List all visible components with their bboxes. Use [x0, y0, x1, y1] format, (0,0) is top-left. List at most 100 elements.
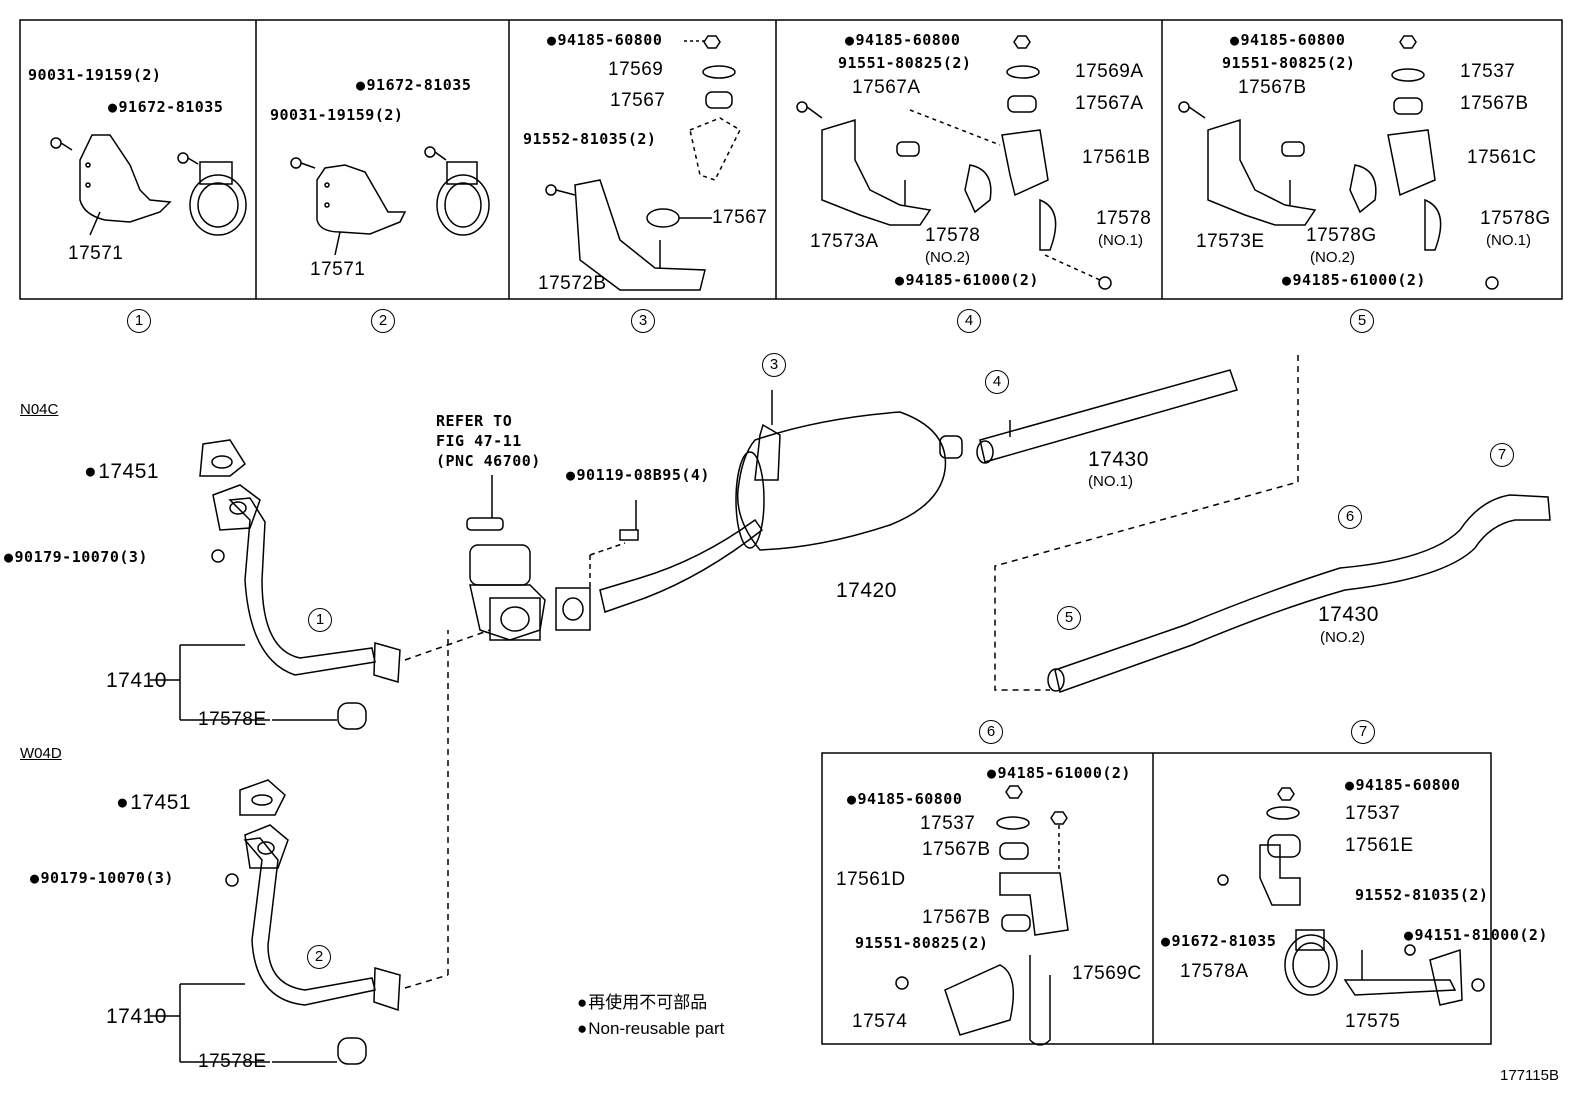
callout-4: 4: [985, 370, 1009, 394]
top-panels-frame: [19, 19, 1563, 300]
panel-7-parts: [1217, 787, 1485, 1006]
part-label-90031: 90031-19159(2): [28, 66, 162, 84]
part-label-94185-60800-a: 94185-60800: [547, 31, 662, 49]
sub-label-17430-no1: (NO.1): [1088, 473, 1133, 490]
refer-line-1: REFER TO: [436, 412, 513, 430]
panel-number-1: 1: [127, 309, 151, 333]
panel-5-parts: [1178, 35, 1499, 290]
part-label-17567B-c: 17567B: [922, 839, 991, 860]
part-label-17578G-no2: 17578G: [1306, 225, 1377, 246]
legend-english: Non-reusable part: [577, 1020, 724, 1037]
panel-number-7: 7: [1351, 720, 1375, 744]
part-label-91672-c: 91672-81035: [1161, 932, 1276, 950]
part-label-91552: 91552-81035(2): [523, 130, 657, 148]
callout-3: 3: [762, 353, 786, 377]
part-label-17567-b: 17567: [712, 207, 768, 228]
part-label-17567B-a: 17567B: [1238, 77, 1307, 98]
engine-label-w04d: W04D: [20, 745, 62, 762]
engine-label-n04c: N04C: [20, 401, 59, 418]
part-label-17561E: 17561E: [1345, 835, 1414, 856]
part-label-17410-b: 17410: [106, 1005, 167, 1028]
part-label-17451-a: 17451: [84, 461, 159, 482]
part-label-90119: 90119-08B95(4): [566, 466, 710, 484]
part-label-17574: 17574: [852, 1011, 908, 1032]
bottom-panels-frame: [821, 752, 1492, 1045]
part-label-17561C: 17561C: [1467, 147, 1537, 168]
part-label-94185-60800-e: 94185-60800: [1345, 776, 1460, 794]
part-label-94151: 94151-81000(2): [1404, 926, 1548, 944]
tail-pipe-no1: [976, 355, 1299, 691]
part-label-90031-b: 90031-19159(2): [270, 106, 404, 124]
part-label-17567B-d: 17567B: [922, 907, 991, 928]
part-label-94185-60800-c: 94185-60800: [1230, 31, 1345, 49]
part-label-17537-a: 17537: [1460, 61, 1516, 82]
callout-5: 5: [1057, 606, 1081, 630]
part-label-17578-no1: 17578: [1096, 208, 1152, 229]
part-label-17561B: 17561B: [1082, 147, 1151, 168]
part-label-94185-61000-a: 94185-61000(2): [895, 271, 1039, 289]
part-label-17567-a: 17567: [610, 90, 666, 111]
callout-7: 7: [1490, 443, 1514, 467]
part-label-94185-60800-d: 94185-60800: [847, 790, 962, 808]
part-label-17573E: 17573E: [1196, 231, 1265, 252]
part-label-91672-b: 91672-81035: [356, 76, 471, 94]
figure-id: 177115B: [1500, 1067, 1559, 1084]
part-label-17420: 17420: [836, 579, 897, 602]
part-label-17573A: 17573A: [810, 231, 879, 252]
panel-2-parts: [290, 146, 490, 256]
part-label-94185-61000-b: 94185-61000(2): [1282, 271, 1426, 289]
part-label-17561D: 17561D: [836, 869, 906, 890]
part-label-91551-b: 91551-80825(2): [1222, 54, 1356, 72]
panel-6-parts: [895, 785, 1069, 1046]
part-label-17569A: 17569A: [1075, 61, 1144, 82]
part-label-17537-c: 17537: [1345, 803, 1401, 824]
front-pipe-n04c: [150, 439, 491, 730]
panel-number-2: 2: [371, 309, 395, 333]
part-label-91672: 91672-81035: [108, 98, 223, 116]
panel-1-parts: [50, 134, 247, 236]
part-label-17578-no2: 17578: [925, 225, 981, 246]
part-label-17578E-b: 17578E: [198, 1051, 267, 1072]
sub-label-no1-a: (NO.1): [1098, 232, 1143, 249]
part-label-17578A: 17578A: [1180, 961, 1249, 982]
part-label-17569C: 17569C: [1072, 963, 1142, 984]
panel-number-6: 6: [979, 720, 1003, 744]
part-label-17410-a: 17410: [106, 669, 167, 692]
callout-6: 6: [1338, 505, 1362, 529]
callout-1: 1: [308, 608, 332, 632]
part-label-91551-a: 91551-80825(2): [838, 54, 972, 72]
part-label-17537-b: 17537: [920, 813, 976, 834]
part-label-90179-b: 90179-10070(3): [30, 869, 174, 887]
part-label-94185-60800-b: 94185-60800: [845, 31, 960, 49]
refer-line-3: (PNC 46700): [436, 452, 541, 470]
sub-label-no1-b: (NO.1): [1486, 232, 1531, 249]
legend-japanese: 再使用不可部品: [577, 994, 707, 1011]
part-label-17451-b: 17451: [116, 792, 191, 813]
part-label-17569: 17569: [608, 59, 664, 80]
part-label-17571-a: 17571: [68, 243, 124, 264]
refer-line-2: FIG 47-11: [436, 432, 522, 450]
part-label-17567B-b: 17567B: [1460, 93, 1529, 114]
part-label-17567A-b: 17567A: [1075, 93, 1144, 114]
sub-label-17430-no2: (NO.2): [1320, 629, 1365, 646]
panel-number-3: 3: [631, 309, 655, 333]
panel-4-parts: [796, 35, 1112, 290]
part-label-17578G-no1: 17578G: [1480, 208, 1551, 229]
part-label-17575: 17575: [1345, 1011, 1401, 1032]
main-muffler: [599, 390, 963, 613]
sub-label-no2-a: (NO.2): [925, 249, 970, 266]
part-label-17430-no2: 17430: [1318, 603, 1379, 626]
part-label-17572B: 17572B: [538, 273, 607, 294]
part-label-17430-no1: 17430: [1088, 448, 1149, 471]
sub-label-no2-b: (NO.2): [1310, 249, 1355, 266]
panel-3-parts: [545, 35, 741, 291]
part-label-17578E-a: 17578E: [198, 709, 267, 730]
front-pipe-w04d: [150, 630, 449, 1065]
part-label-91552-b: 91552-81035(2): [1355, 886, 1489, 904]
part-label-91551-c: 91551-80825(2): [855, 934, 989, 952]
converter-assembly: [466, 475, 639, 641]
panel-number-4: 4: [957, 309, 981, 333]
panel-number-5: 5: [1350, 309, 1374, 333]
part-label-17571-b: 17571: [310, 259, 366, 280]
